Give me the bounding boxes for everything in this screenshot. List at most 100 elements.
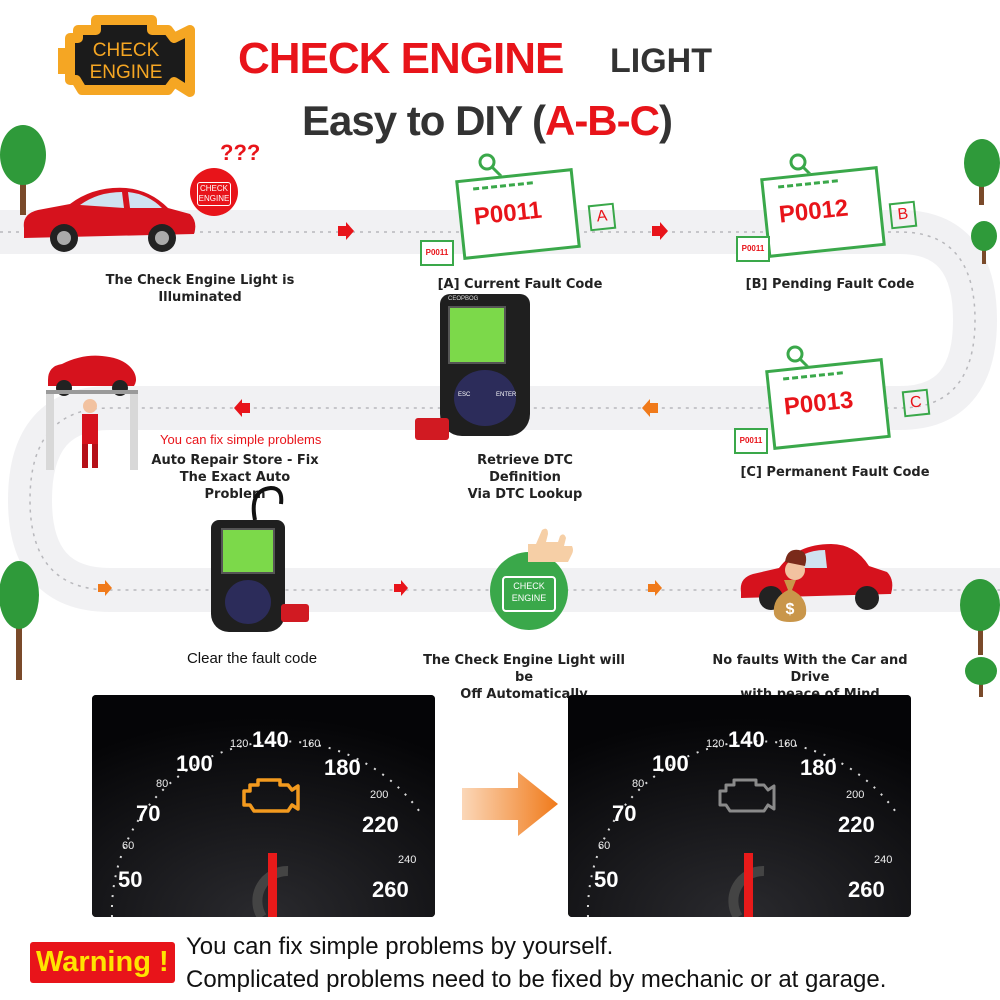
car-icon-line2: ENGINE: [198, 194, 230, 203]
letter-c: C: [901, 388, 931, 418]
g1-60: 60: [122, 840, 134, 852]
caption-retrieve-dtc: Retrieve DTC Definition Via DTC Lookup: [440, 452, 610, 503]
letter-b: B: [888, 200, 918, 230]
g2-70: 70: [612, 801, 636, 826]
g1-260: 260: [372, 877, 409, 902]
g1-70: 70: [136, 801, 160, 826]
caption-light-illuminated: The Check Engine Light is Illuminated: [105, 273, 295, 305]
fault-code-b: P0012: [777, 194, 850, 229]
fault-code-c: P0013: [782, 386, 855, 421]
caption-permanent-fault: [C] Permanent Fault Code: [740, 465, 930, 480]
magnifier-icon: [478, 153, 503, 178]
speedometer-off: 120 140 160 100 180 80 200 70 220 60 240…: [568, 695, 911, 917]
car-check-engine-icon: CHECK ENGINE: [190, 168, 238, 216]
car-icon: [740, 544, 893, 610]
repair-line2: The Exact Auto Problem: [179, 470, 291, 502]
g2-120: 120: [706, 738, 724, 750]
check-engine-badge-icon: CHECK ENGINE: [56, 8, 206, 106]
small-code-card-c: P0011: [734, 428, 768, 454]
check-engine-off-gauge-icon: [718, 778, 776, 813]
g1-140: 140: [252, 727, 289, 752]
arrow-icon: [462, 772, 558, 836]
nofault-line1: No faults With the Car and Drive: [712, 653, 908, 685]
caption-light-off: The Check Engine Light will be Off Autom…: [414, 652, 634, 703]
g2-240: 240: [874, 854, 892, 866]
arrow-icon: [234, 399, 250, 417]
g1-180: 180: [324, 755, 361, 780]
tree-icon: [964, 139, 1000, 205]
g2-260: 260: [848, 877, 885, 902]
caption-repair-store: Auto Repair Store - Fix The Exact Auto P…: [150, 452, 320, 503]
badge-line1: CHECK: [93, 40, 160, 61]
tree-icon: [971, 221, 997, 264]
tree-icon: [965, 657, 997, 697]
repair-line1: Auto Repair Store - Fix: [151, 453, 319, 468]
thumbs-up-icon: [528, 528, 573, 562]
badge-line2: ENGINE: [90, 62, 163, 83]
page-title-suffix: LIGHT: [610, 42, 712, 80]
g2-50: 50: [594, 867, 618, 892]
caption-current-fault: [A] Current Fault Code: [437, 277, 603, 292]
check-engine-lit-icon: [242, 778, 300, 813]
arrow-icon: [652, 222, 668, 240]
g2-180: 180: [800, 755, 837, 780]
g2-80: 80: [632, 778, 644, 790]
fault-card-c: P0013 C: [765, 345, 931, 450]
g1-160: 160: [302, 738, 320, 750]
retrieve-line2: Via DTC Lookup: [467, 487, 583, 502]
small-code-card-b: P0011: [736, 236, 770, 262]
retrieve-line1: Retrieve DTC Definition: [477, 453, 573, 485]
speedometer-lit: 120 140 160 100 180 80 200 70 220 60 240…: [92, 695, 435, 917]
scanner-icon: CEOPBOG ESC ENTER: [415, 294, 535, 444]
fault-card-b: P0012 B: [760, 153, 918, 258]
caption-clear-code: Clear the fault code: [186, 650, 318, 667]
letter-a: A: [587, 202, 617, 232]
warning-line1: You can fix simple problems by yourself.: [186, 933, 614, 960]
g1-200: 200: [370, 789, 388, 801]
warning-badge: Warning !: [30, 942, 175, 983]
mechanic-lift-icon: [46, 355, 138, 470]
subtitle-main: Easy to DIY (: [302, 97, 546, 144]
g2-60: 60: [598, 840, 610, 852]
check-engine-off-icon: CHECK ENGINE: [490, 552, 568, 630]
arrow-icon: [642, 399, 658, 417]
g1-220: 220: [362, 812, 399, 837]
scanner-icon: [205, 485, 325, 636]
g2-140: 140: [728, 727, 765, 752]
warning-line2: Complicated problems need to be fixed by…: [186, 966, 887, 993]
question-marks: ???: [220, 140, 261, 165]
g2-160: 160: [778, 738, 796, 750]
car-icon-line1: CHECK: [199, 184, 228, 193]
money-bag-icon: $: [773, 580, 807, 622]
scanner-esc: ESC: [458, 392, 471, 398]
small-code-card-a: P0011: [420, 240, 454, 266]
scanner-brand: CEOPBOG: [448, 296, 479, 302]
arrow-icon: [98, 580, 112, 596]
g2-200: 200: [846, 789, 864, 801]
arrow-icon: [338, 222, 354, 240]
arrow-icon: [394, 580, 408, 596]
arrow-icon: [648, 580, 662, 596]
subtitle-end: ): [658, 97, 673, 144]
tree-icon: [960, 579, 1000, 655]
tree-icon: [0, 561, 39, 680]
g2-220: 220: [838, 812, 875, 837]
off-line1: The Check Engine Light will be: [423, 653, 625, 685]
g1-50: 50: [118, 867, 142, 892]
subtitle-red: A-B-C: [544, 97, 660, 144]
g1-100: 100: [176, 751, 213, 776]
caption-pending-fault: [B] Pending Fault Code: [745, 277, 915, 292]
g2-100: 100: [652, 751, 689, 776]
off-icon-line2: ENGINE: [511, 593, 547, 603]
scanner-enter: ENTER: [496, 392, 517, 398]
page-subtitle: Easy to DIY (A-B-C): [302, 97, 673, 145]
page-title: CHECK ENGINE: [238, 34, 564, 83]
warning-text: You can fix simple problems by yourself.…: [186, 930, 886, 996]
svg-text:$: $: [786, 601, 795, 618]
fault-code-a: P0011: [472, 196, 544, 231]
fix-note: You can fix simple problems: [160, 432, 322, 447]
g1-80: 80: [156, 778, 168, 790]
g1-120: 120: [230, 738, 248, 750]
fault-card-a: P0011 A: [455, 153, 617, 260]
off-line2: Off Automatically: [460, 687, 588, 702]
